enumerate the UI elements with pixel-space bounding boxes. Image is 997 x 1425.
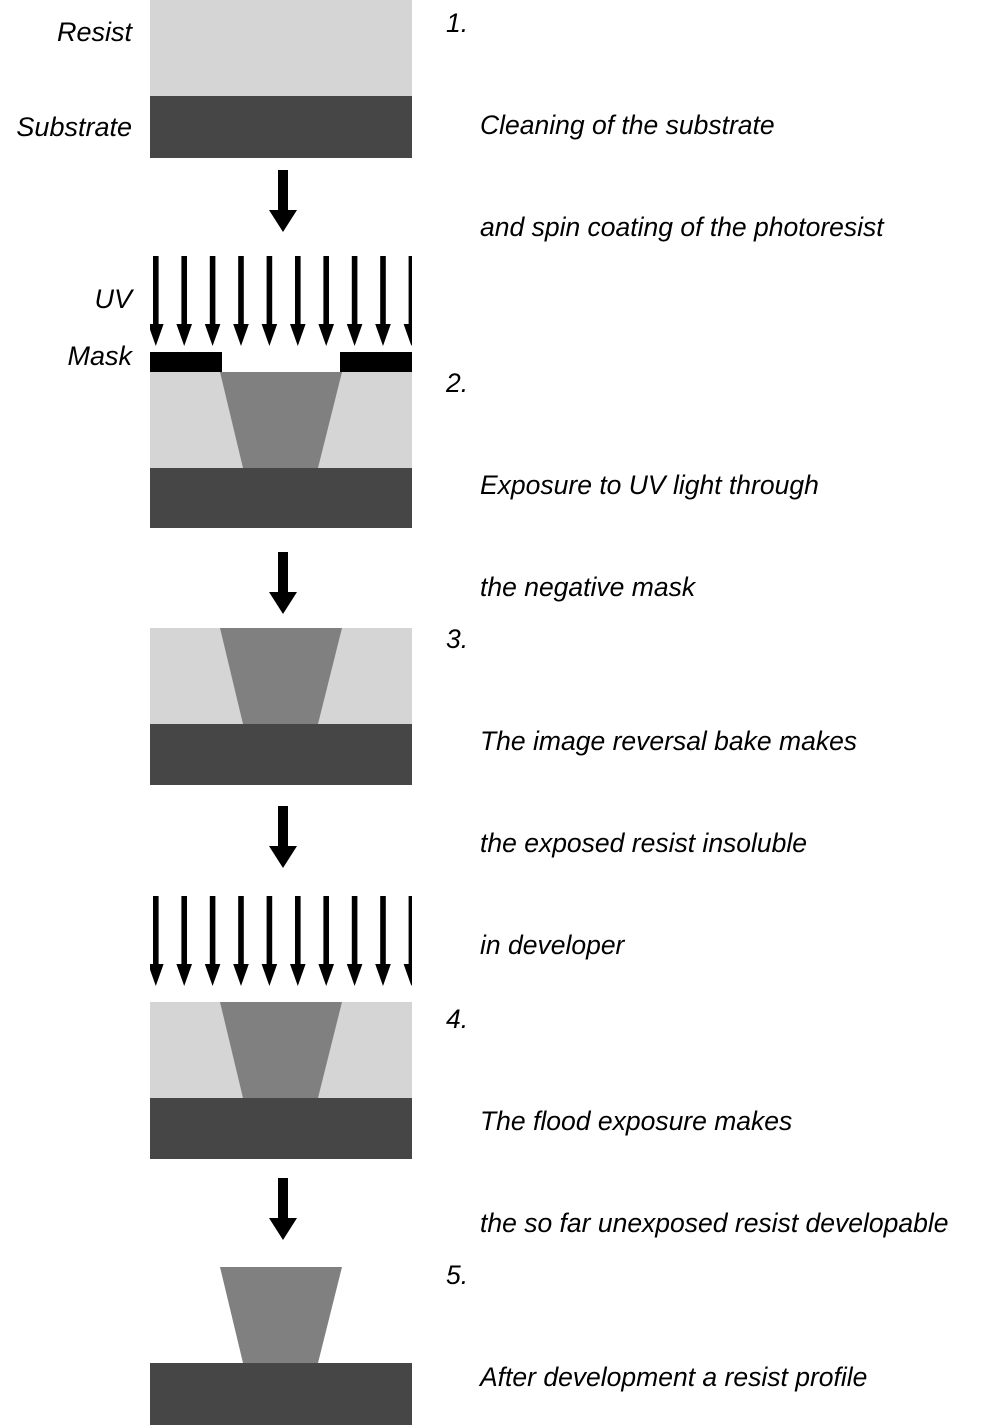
step-line: and spin coating of the photoresist [480, 212, 884, 242]
step-line: Exposure to UV light through [480, 470, 819, 500]
stack-step-5 [150, 1267, 412, 1425]
step-number-3: 3. [446, 624, 469, 654]
substrate-layer [150, 96, 412, 158]
stack-step-2 [150, 352, 412, 528]
exposed-resist-trapezoid [220, 372, 342, 468]
uv-arrow-row-step-4 [150, 896, 412, 986]
label-substrate: Substrate [16, 112, 132, 142]
resist-profile [150, 1267, 412, 1363]
step-text-3: 3. The image reversal bake makes the exp… [446, 622, 857, 1030]
substrate-layer [150, 1098, 412, 1159]
resist-layer [150, 0, 412, 96]
step-line: After development a resist profile [480, 1362, 868, 1392]
stack-step-3 [150, 628, 412, 785]
step-number-5: 5. [446, 1260, 469, 1290]
substrate-layer [150, 468, 412, 528]
step-number-1: 1. [446, 8, 469, 38]
uv-arrow-row-step-2 [150, 256, 412, 346]
step-line: the negative mask [480, 572, 696, 602]
transition-arrow-4 [266, 1178, 300, 1240]
step-text-1: 1. Cleaning of the substrate and spin co… [446, 6, 884, 312]
resist-layer [150, 372, 412, 468]
step-line: in developer [480, 930, 625, 960]
step-text-5: 5. After development a resist profile wi… [446, 1258, 867, 1425]
stack-step-1 [150, 0, 412, 158]
label-uv: UV [94, 284, 132, 314]
stack-step-4 [150, 1002, 412, 1159]
step-text-4: 4. The flood exposure makes the so far u… [446, 1002, 948, 1308]
step-line: Cleaning of the substrate [480, 110, 775, 140]
label-mask: Mask [67, 341, 132, 371]
resist-layer [150, 628, 412, 724]
label-resist: Resist [56, 17, 132, 47]
mask-bar-left [150, 352, 222, 372]
step-line: The flood exposure makes [480, 1106, 793, 1136]
undercut-resist-trapezoid [220, 1267, 342, 1363]
substrate-layer [150, 1363, 412, 1425]
exposed-resist-trapezoid [220, 628, 342, 724]
mask-bar-right [340, 352, 412, 372]
substrate-layer [150, 724, 412, 785]
exposed-resist-trapezoid [220, 1002, 342, 1098]
step-line: The image reversal bake makes [480, 726, 858, 756]
step-text-2: 2. Exposure to UV light through the nega… [446, 366, 819, 672]
transition-arrow-3 [266, 806, 300, 868]
step-line: the exposed resist insoluble [480, 828, 808, 858]
step-line: the so far unexposed resist developable [480, 1208, 949, 1238]
transition-arrow-2 [266, 552, 300, 614]
resist-layer [150, 1002, 412, 1098]
transition-arrow-1 [266, 170, 300, 232]
step-number-2: 2. [446, 368, 469, 398]
step-number-4: 4. [446, 1004, 469, 1034]
